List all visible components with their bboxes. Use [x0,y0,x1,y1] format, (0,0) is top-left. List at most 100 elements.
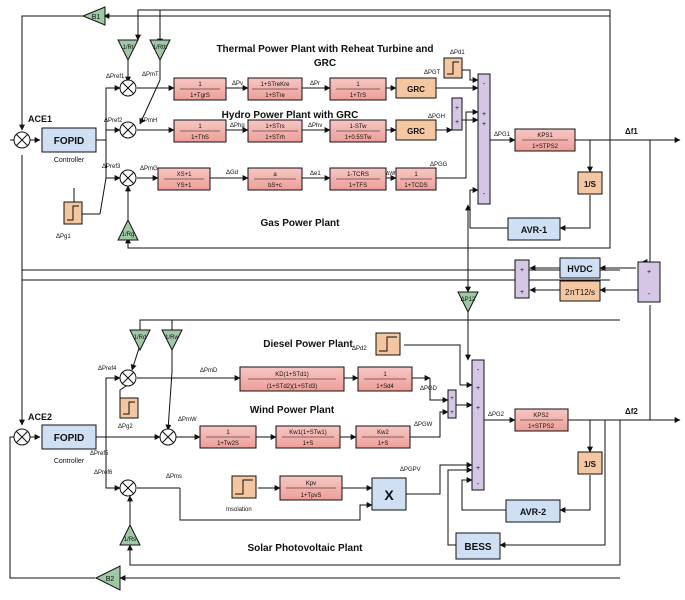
svg-text:1+TCDS: 1+TCDS [404,183,427,189]
svg-text:+: + [482,111,486,118]
svg-text:ΔPref2: ΔPref2 [104,118,123,124]
rs-gain: 1/Rs [119,523,141,546]
rth-gain: 1/Rth [149,39,171,62]
svg-text:Insolation: Insolation [226,507,252,513]
svg-text:ΔPGG: ΔPGG [430,162,448,168]
svg-text:ΔPG2: ΔPG2 [488,412,505,418]
b2-gain: B2 [94,565,121,591]
svg-text:1+STreKre: 1+STreKre [261,82,291,88]
svg-text:ΔPr: ΔPr [310,81,320,87]
svg-text:1+TrS: 1+TrS [350,93,366,99]
svg-text:YS+1: YS+1 [177,183,193,189]
svg-text:2πT12/s: 2πT12/s [565,288,595,297]
svg-text:+: + [455,105,459,112]
labels: Thermal Power Plant with Reheat Turbine … [28,44,638,554]
svg-text:ΔPref6: ΔPref6 [94,470,113,476]
thermal-hydro-sum-bar: ++ [451,97,463,131]
gas-valve-block: XS+1YS+1 [157,167,211,191]
fopid-controller-1: FOPID Controller [41,127,97,164]
svg-text:+: + [476,385,480,392]
svg-text:+: + [455,119,459,126]
area1-sum-bar: -++- [477,73,491,205]
gas-title: Gas Power Plant [261,218,341,229]
solar-title: Solar Photovoltaic Plant [247,543,363,554]
svg-text:ΔPref5: ΔPref5 [90,451,109,457]
signal-wires [9,9,681,581]
svg-text:-: - [483,81,486,88]
svg-text:X: X [384,487,394,503]
svg-text:1+STPS2: 1+STPS2 [532,144,559,150]
svg-text:KD(1+STd1): KD(1+STd1) [275,372,309,378]
svg-text:B1: B1 [92,14,101,21]
svg-text:+: + [450,410,454,416]
wind-title: Wind Power Plant [250,405,335,416]
svg-text:1/Rw: 1/Rw [165,335,179,341]
svg-text:1/S: 1/S [584,180,597,189]
thermal-title-2: GRC [314,58,336,69]
svg-text:1: 1 [356,82,360,88]
svg-text:B2: B2 [106,576,115,583]
svg-text:Controller: Controller [54,458,85,465]
svg-text:AVR-1: AVR-1 [521,225,547,235]
svg-text:+: + [450,396,454,402]
hydro-sum-junction [119,121,137,139]
hydro-title: Hydro Power Plant with GRC [222,110,359,121]
svg-text:1+TFS: 1+TFS [349,183,367,189]
svg-text:1/S: 1/S [584,460,597,469]
svg-text:-: - [477,481,480,488]
svg-text:1/Rg: 1/Rg [122,232,135,238]
rw-gain: 1/Rw [161,329,183,352]
svg-text:ΔPref1: ΔPref1 [106,74,125,80]
diesel-lag-block: 11+Sd4 [357,366,413,392]
svg-text:ΔGd: ΔGd [226,170,238,176]
svg-text:1-TCRS: 1-TCRS [347,172,369,178]
svg-text:1+ThS: 1+ThS [191,135,209,141]
wind-sum-junction [159,428,177,446]
svg-text:ΔPmT: ΔPmT [142,72,159,78]
svg-text:ΔPG1: ΔPG1 [494,132,511,138]
hydro-grc-block: GRC [395,119,437,141]
svg-text:1+STre: 1+STre [265,93,285,99]
thermal-turbine-block: 1 1+TrS [329,77,387,101]
ace2-label: ACE2 [28,412,52,422]
svg-text:1+Tw2S: 1+Tw2S [217,441,239,447]
area2-sum-bar: -+++- [471,359,485,491]
svg-text:AVR-2: AVR-2 [520,507,546,517]
tie-sum-bar-right: +- [637,261,661,303]
rg-gain: 1/Rg [117,218,139,241]
svg-text:+: + [520,289,524,296]
svg-text:ΔPGW: ΔPGW [414,422,433,428]
df2-label: Δf2 [625,407,638,416]
df1-label: Δf1 [625,127,638,136]
wind-block-1: 11+Tw2S [199,425,257,449]
wind-block-2: Kw1(1+STw1)1+S [275,425,341,449]
svg-text:ΔPd1: ΔPd1 [450,50,465,56]
svg-text:+: + [520,267,524,274]
svg-text:1+S: 1+S [303,441,314,447]
diesel-title: Diesel Power Plant [263,339,353,350]
svg-text:1+STrs: 1+STrs [265,124,284,130]
svg-text:1+Sd4: 1+Sd4 [376,384,394,390]
ace2-sum-junction [13,428,31,446]
svg-text:ΔPmW: ΔPmW [178,417,197,423]
svg-text:Δe1: Δe1 [310,171,321,177]
insolation-step-icon [231,475,257,499]
fopid-controller-2: FOPID Controller [41,424,97,465]
diesel-wind-sum-bar: ++ [447,389,457,419]
svg-text:ΔWf: ΔWf [386,171,396,177]
svg-text:XS+1: XS+1 [177,172,193,178]
thermal-governor-block: 11+TgrS [173,77,227,101]
svg-text:ΔPhg: ΔPhg [230,123,245,129]
diesel-sum-junction [119,369,137,387]
step-inputs [63,57,463,499]
svg-text:+: + [476,465,480,472]
svg-text:1: 1 [198,82,202,88]
tie-sum-bar-left: ++ [514,259,530,299]
gain-triangles: B1 1/Rt 1/Rth 1/Rg ΔP12 1/Rd 1/Rw 1/Rs B… [81,6,479,591]
svg-text:1/Rd: 1/Rd [134,335,147,341]
thermal-title: Thermal Power Plant with Reheat Turbine … [216,44,433,55]
svg-text:ΔPg1: ΔPg1 [56,234,71,240]
